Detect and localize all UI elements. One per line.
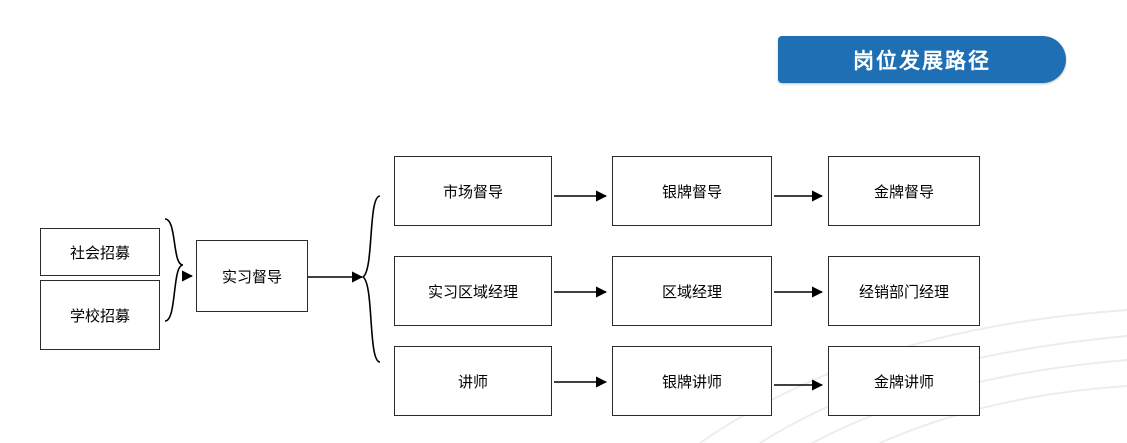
node-intern-supervisor[interactable]: 实习督导 (196, 240, 308, 312)
node-intern-area-manager[interactable]: 实习区域经理 (394, 256, 552, 326)
node-silver-lecturer[interactable]: 银牌讲师 (612, 346, 772, 416)
page-title-banner: 岗位发展路径 (778, 36, 1066, 83)
node-area-manager[interactable]: 区域经理 (612, 256, 772, 326)
node-label: 银牌督导 (661, 183, 722, 201)
node-silver-supervisor[interactable]: 银牌督导 (612, 156, 772, 226)
page-title: 岗位发展路径 (853, 49, 991, 73)
node-lecturer[interactable]: 讲师 (394, 346, 552, 416)
node-gold-supervisor[interactable]: 金牌督导 (828, 156, 980, 226)
recruit-group-brace (164, 218, 184, 322)
node-gold-lecturer[interactable]: 金牌讲师 (828, 346, 980, 416)
node-label: 经销部门经理 (858, 283, 949, 301)
node-label: 实习区域经理 (427, 283, 518, 301)
branch-split-brace (361, 195, 381, 363)
node-label: 实习督导 (221, 268, 282, 286)
node-market-supervisor[interactable]: 市场督导 (394, 156, 552, 226)
node-label: 银牌讲师 (661, 373, 722, 391)
node-social-recruit[interactable]: 社会招募 (40, 228, 160, 276)
node-label: 区域经理 (661, 283, 722, 301)
node-label: 金牌讲师 (873, 373, 934, 391)
node-dealer-dept-manager[interactable]: 经销部门经理 (828, 256, 980, 326)
node-label: 市场督导 (442, 183, 503, 201)
node-label: 讲师 (457, 373, 488, 391)
node-school-recruit[interactable]: 学校招募 (40, 280, 160, 350)
node-label: 金牌督导 (873, 183, 934, 201)
node-label: 学校招募 (69, 307, 130, 325)
node-label: 社会招募 (69, 244, 130, 262)
